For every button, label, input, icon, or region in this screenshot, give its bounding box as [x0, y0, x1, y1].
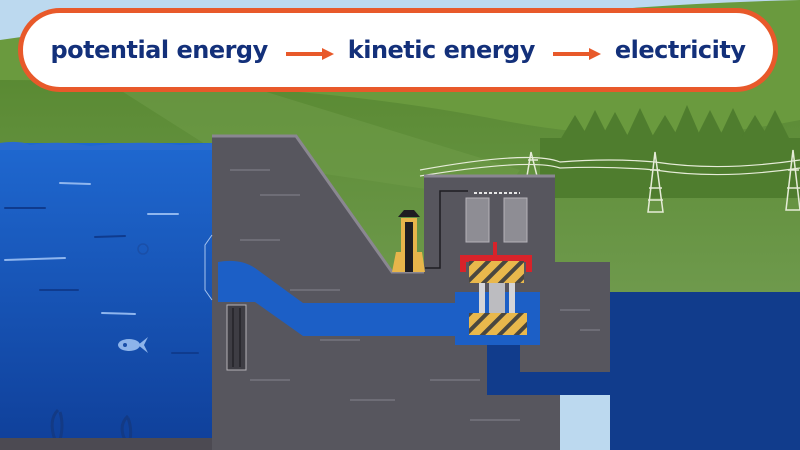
brick-lines [230, 169, 600, 421]
generator [460, 242, 532, 283]
step-kinetic-energy: kinetic energy [347, 36, 536, 64]
control-cable [425, 190, 468, 269]
step-potential-energy: potential energy [50, 36, 268, 64]
turbine [469, 283, 527, 335]
tree-line [540, 105, 800, 198]
pylon-2 [647, 151, 664, 213]
fish-icon [118, 337, 148, 353]
right-arrow-icon [285, 48, 334, 60]
tailrace [487, 345, 610, 395]
penstock [218, 260, 540, 345]
intake-gate [392, 210, 425, 272]
ladder [204, 234, 213, 301]
light-band [120, 90, 520, 200]
intake-grate [226, 304, 247, 371]
step-electricity: electricity [614, 36, 746, 64]
pylon-3 [785, 149, 800, 211]
reservoir [0, 143, 216, 450]
dam-downstream-wall [580, 262, 610, 290]
seabed [0, 438, 216, 450]
transformer [465, 192, 528, 243]
bubble [137, 243, 149, 255]
water-ripples [4, 182, 199, 354]
right-arrow-icon [552, 48, 601, 60]
energy-conversion-banner: potential energy kinetic energy electric… [18, 8, 778, 92]
power-lines [419, 156, 800, 177]
river [610, 292, 800, 450]
